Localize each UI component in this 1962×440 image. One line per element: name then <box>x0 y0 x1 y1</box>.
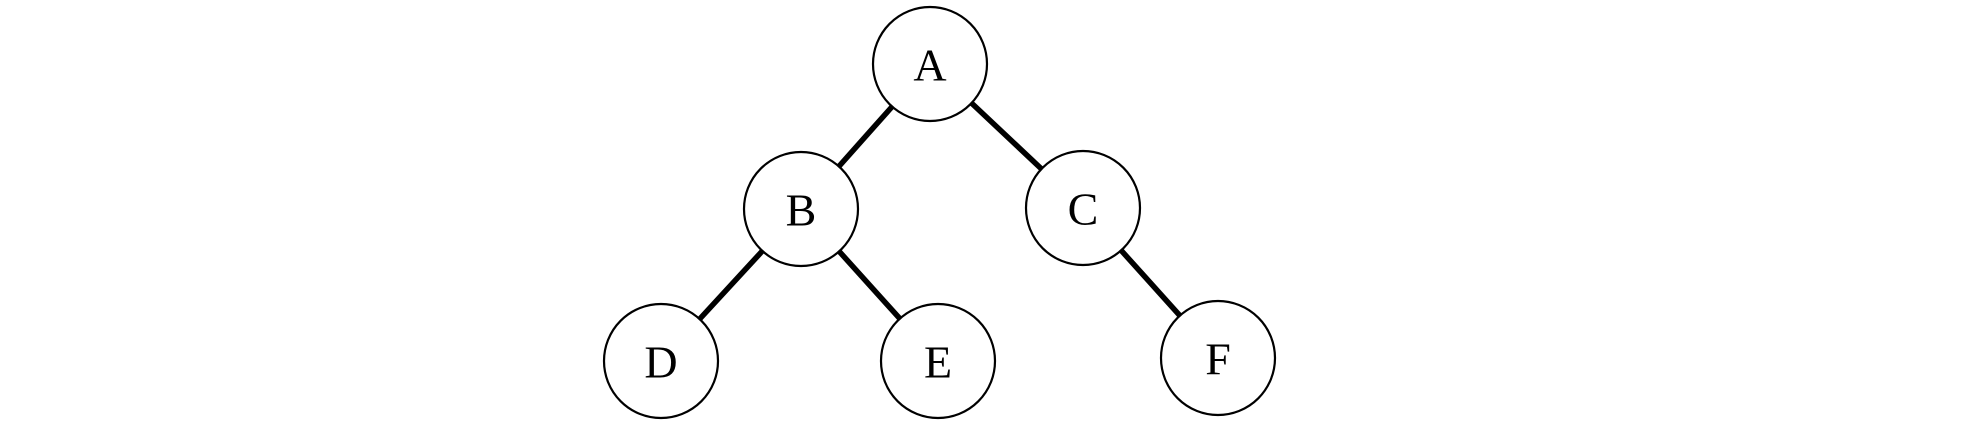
tree-node-label-b: B <box>786 185 817 236</box>
tree-node-c[interactable]: C <box>1024 149 1142 267</box>
tree-node-label-e: E <box>924 337 952 388</box>
tree-edge-b-e <box>836 248 903 322</box>
tree-node-circle-a[interactable] <box>871 5 989 123</box>
tree-node-circle-d[interactable] <box>602 302 720 420</box>
tree-node-a[interactable]: A <box>871 5 989 123</box>
tree-node-f[interactable]: F <box>1159 299 1277 417</box>
tree-edge-b-d <box>696 248 766 322</box>
nodes-layer: A B C D E F <box>602 5 1277 420</box>
tree-node-label-a: A <box>913 40 946 91</box>
tree-node-b[interactable]: B <box>742 150 860 268</box>
tree-node-label-c: C <box>1068 184 1099 235</box>
tree-node-label-d: D <box>644 337 677 388</box>
tree-node-circle-c[interactable] <box>1024 149 1142 267</box>
tree-edge-a-b <box>836 104 895 169</box>
tree-edge-a-c <box>968 100 1045 172</box>
tree-node-circle-b[interactable] <box>742 150 860 268</box>
tree-node-e[interactable]: E <box>879 302 997 420</box>
tree-node-label-f: F <box>1205 334 1231 385</box>
edges-layer <box>696 100 1183 322</box>
tree-node-circle-f[interactable] <box>1159 299 1277 417</box>
tree-node-circle-e[interactable] <box>879 302 997 420</box>
tree-edge-c-f <box>1118 247 1183 319</box>
tree-node-d[interactable]: D <box>602 302 720 420</box>
